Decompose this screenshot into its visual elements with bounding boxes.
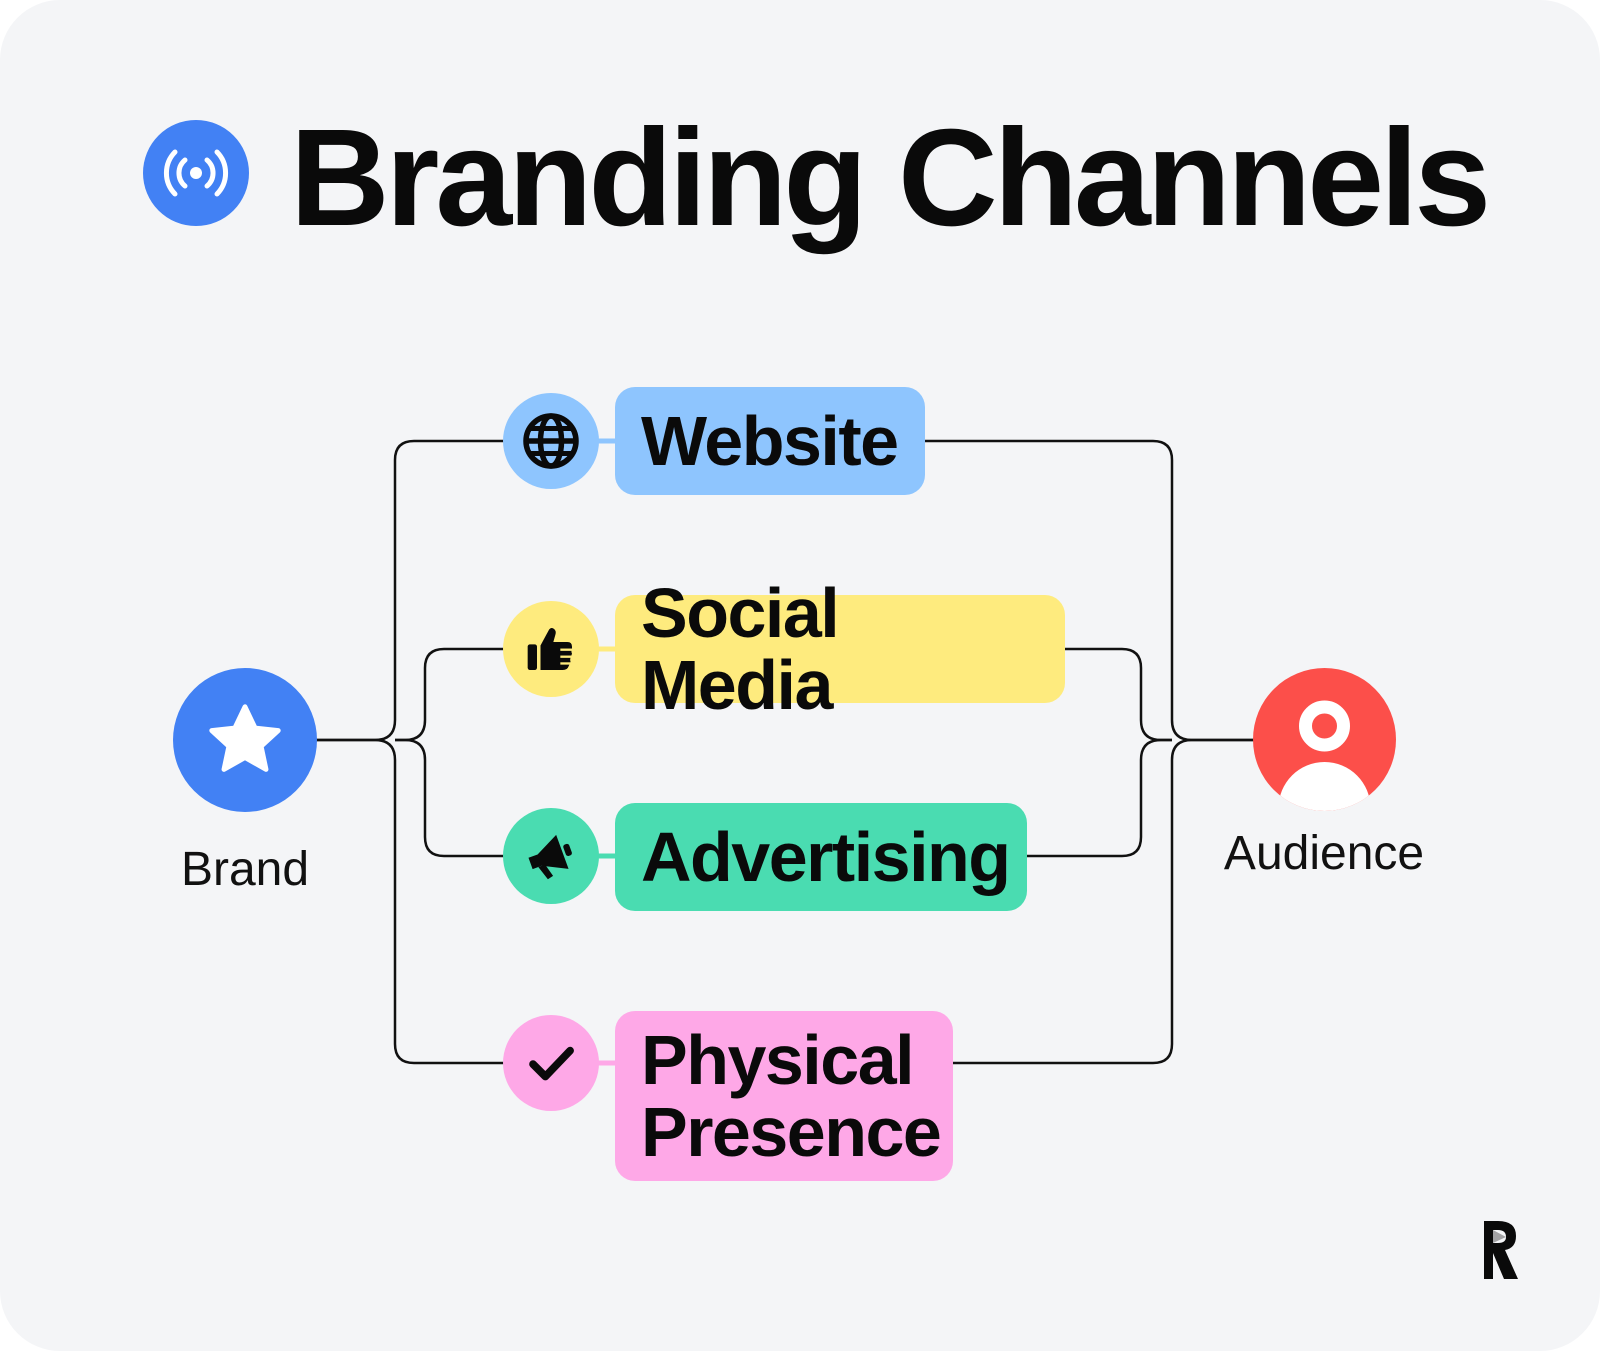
audience-node [1253,668,1396,811]
channel-icon-website [503,393,599,489]
channel-box-website: Website [615,387,925,495]
channel-icon-physical-presence [503,1015,599,1111]
globe-icon [523,413,579,469]
connector-advertising-audience [1027,738,1172,858]
checkmark-icon [529,1046,574,1081]
brand-label: Brand [180,843,310,896]
r-logo-icon [1484,1221,1518,1279]
connector-physical-audience [953,738,1255,1065]
connector-brand-advertising [395,738,506,858]
channel-label-advertising: Advertising [641,818,1011,896]
connector-brand-physical [316,738,506,1065]
channel-icon-social-media [503,601,599,697]
thumbs-up-icon [527,628,574,670]
megaphone-icon [528,834,572,880]
channel-box-advertising: Advertising [615,803,1027,911]
channel-box-physical-presence: Physical Presence [615,1011,953,1181]
channel-label-social-media: Social Media [641,574,840,724]
connector-social-audience [1065,647,1172,742]
broadcast-icon [143,120,249,226]
brand-node [173,668,317,812]
channel-icon-advertising [503,808,599,904]
channel-label-website: Website [641,402,899,480]
user-icon [1278,700,1371,811]
star-icon [209,704,281,772]
connector-brand-social [395,647,506,742]
audience-label: Audience [1223,827,1425,880]
channel-box-social-media: Social Media [615,577,1065,721]
connector-brand-website [316,439,506,742]
page-title: Branding Channels [290,101,1491,255]
connector-website-audience [925,439,1255,742]
channel-label-physical-presence: Physical Presence [641,1021,942,1171]
